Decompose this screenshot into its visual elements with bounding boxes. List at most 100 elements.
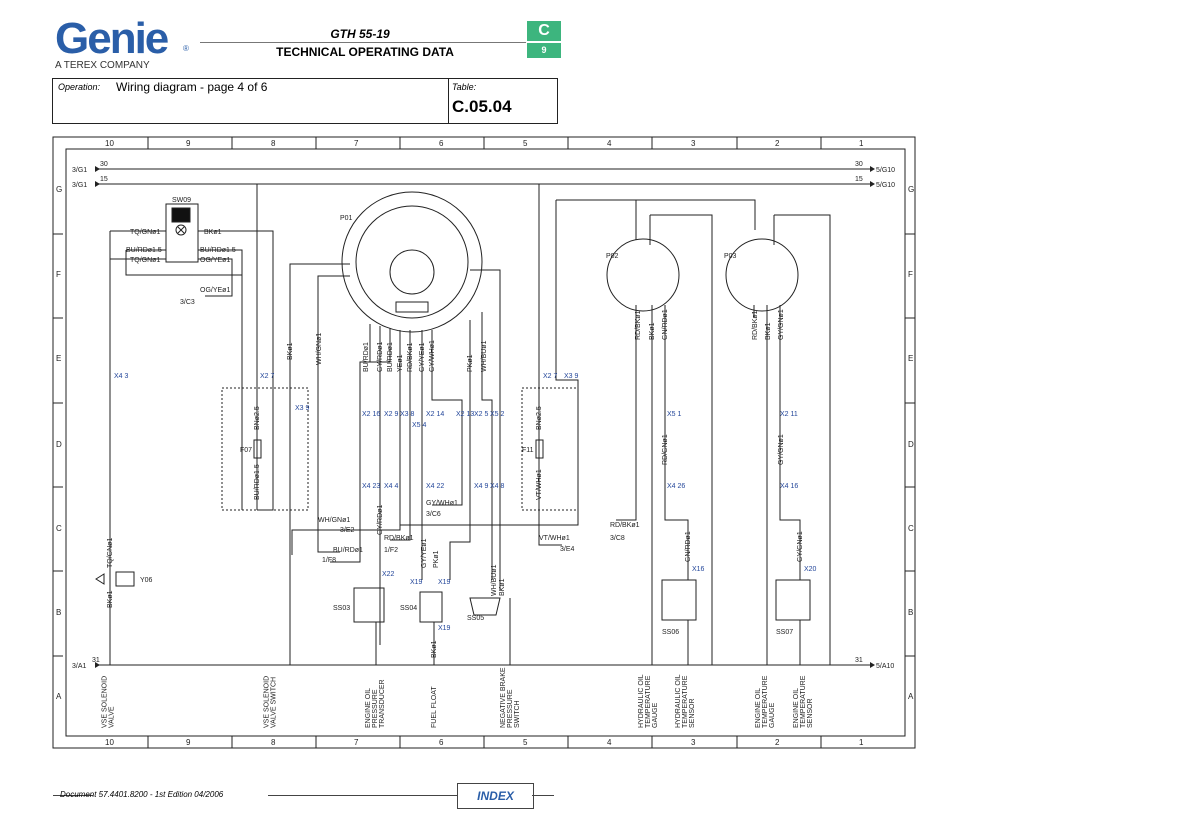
connector-label: X4 3: [114, 373, 129, 380]
component-name: HYDRAULIC OIL: [675, 674, 682, 728]
row-letter: A: [908, 692, 914, 701]
component-name: GAUGE: [769, 702, 776, 728]
connector-label: X2 13: [456, 411, 474, 418]
wire-label: VT/WHø1: [536, 469, 543, 500]
wire-label: GY/GNø1: [778, 309, 785, 340]
column-number: 6: [439, 738, 444, 747]
wire-label: GN/RDø1: [685, 531, 692, 562]
wire-label: TQ/GNø1: [107, 538, 114, 568]
column-number: 2: [775, 139, 780, 148]
component-name: NEGATIVE BRAKE: [500, 667, 507, 728]
y06-coil: [115, 571, 135, 587]
column-number: 7: [354, 139, 359, 148]
component-label: F07: [240, 447, 252, 454]
footer-rule: [532, 795, 554, 796]
component-name: HYDRAULIC OIL: [638, 674, 645, 728]
row-letter: C: [908, 524, 914, 533]
connector-label: X4 26: [667, 483, 685, 490]
wire-label: BKø1: [499, 578, 506, 596]
column-number: 6: [439, 139, 444, 148]
column-number: 7: [354, 738, 359, 747]
component-label: F11: [522, 447, 534, 454]
wire-label: GY/YEø1: [421, 538, 428, 568]
header-divider: [200, 42, 526, 43]
component-label: SS07: [776, 629, 793, 636]
connector-label: X4 16: [780, 483, 798, 490]
p03-gauge: [725, 238, 799, 312]
column-number: 1: [859, 139, 864, 148]
f07-fuse: [253, 439, 262, 459]
connector-label: X4 8: [490, 483, 505, 490]
p01-gauge: [341, 191, 483, 333]
sw09-body: [165, 203, 199, 263]
wire-label: BKø1: [287, 342, 294, 360]
bus-label: 31: [92, 657, 100, 664]
wire-label: GN/RDø1: [662, 309, 669, 340]
wire-label: TQ/GNø1: [130, 257, 160, 264]
connector-label: X22: [382, 571, 395, 578]
component-name: ENGINE OIL: [365, 688, 372, 728]
wire-label: WH/BUø1: [481, 340, 488, 372]
column-number: 4: [607, 139, 612, 148]
component-name: VSE SOLENOID: [264, 676, 271, 728]
index-button[interactable]: INDEX: [457, 783, 534, 809]
section-letter-badge: C: [527, 21, 561, 41]
cross-reference: 3/E2: [340, 527, 355, 534]
ss05-switch: [469, 597, 501, 616]
wire-label: BNø2.5: [536, 406, 543, 430]
bus-label: 3/A1: [72, 663, 87, 670]
component-name: VALVE: [109, 706, 116, 728]
ss03-sensor: [353, 587, 385, 623]
y06-valve-icon: [95, 573, 105, 585]
connector-label: X4 4: [384, 483, 399, 490]
genie-logo: Genie: [55, 14, 169, 63]
ss07-sensor: [775, 579, 811, 621]
wire-label: GY/YEø1: [419, 342, 426, 372]
table-label: Table:: [452, 82, 477, 92]
section-number-badge: 9: [527, 43, 561, 58]
sw09-display: [171, 207, 191, 223]
connector-label: X3 9: [295, 405, 310, 412]
wire-label: YEø1: [397, 354, 404, 372]
wire-label: PKø1: [467, 354, 474, 372]
column-number: 3: [691, 738, 696, 747]
cross-reference: 1/F8: [322, 557, 336, 564]
connector-label: X5 1: [667, 411, 682, 418]
cross-reference: BU/RDø1: [333, 547, 363, 554]
column-number: 8: [271, 139, 276, 148]
wire-label: BU/RDø1.5: [254, 464, 261, 500]
component-name: TEMPERATURE: [800, 675, 807, 728]
connector-label: X4 23: [362, 483, 380, 490]
diagram-inner-frame: [65, 148, 906, 737]
component-label: P03: [724, 253, 737, 260]
registered-mark: ®: [183, 44, 189, 53]
bus-label: 15: [100, 176, 108, 183]
column-number: 10: [105, 738, 114, 747]
component-name: TEMPERATURE: [762, 675, 769, 728]
component-name: SENSOR: [689, 698, 696, 728]
connector-label: X4 22: [426, 483, 444, 490]
wire-label: BKø1: [431, 640, 438, 658]
component-name: ENGINE OIL: [755, 688, 762, 728]
component-name: PRESSURE: [507, 689, 514, 728]
bus-label: 3/G1: [72, 182, 87, 189]
section-title: TECHNICAL OPERATING DATA: [276, 45, 454, 59]
component-label: P01: [340, 215, 353, 222]
operation-divider: [448, 78, 449, 124]
bus-label: 5/G10: [876, 182, 895, 189]
component-label: SW09: [172, 197, 191, 204]
row-letter: C: [56, 524, 62, 533]
column-number: 9: [186, 738, 191, 747]
wire-label: TQ/GNø1: [130, 229, 160, 236]
component-name: GAUGE: [652, 702, 659, 728]
connector-label: X2 9: [384, 411, 399, 418]
bus-label: 5/A10: [876, 663, 894, 670]
wire-label: RD/BKø1: [752, 310, 759, 340]
connector-label: X5 4: [412, 422, 427, 429]
row-letter: E: [908, 354, 913, 363]
cross-reference: VT/WHø1: [539, 535, 570, 542]
connector-label: X3 8: [400, 411, 415, 418]
document-reference: Document 57.4401.8200 - 1st Edition 04/2…: [60, 790, 224, 799]
cross-reference: WH/GNø1: [318, 517, 350, 524]
